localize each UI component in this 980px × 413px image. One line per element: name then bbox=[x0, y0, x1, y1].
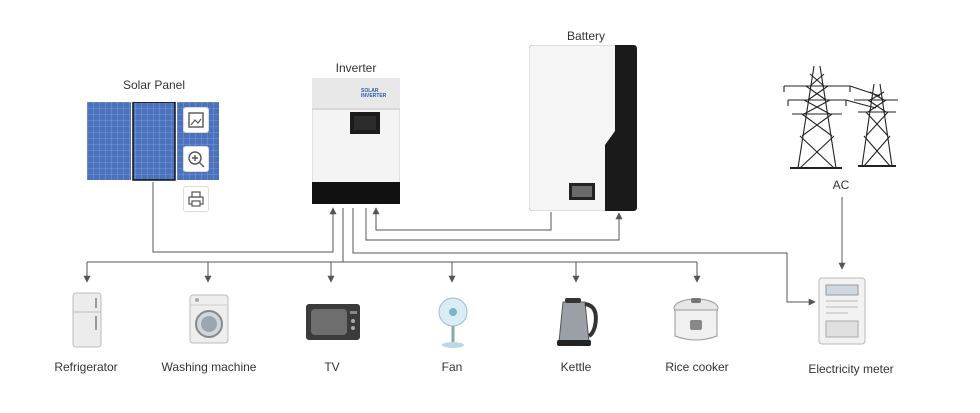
print-icon bbox=[183, 186, 209, 212]
wire-battery-to-inverter bbox=[372, 207, 552, 231]
electricity-meter-icon bbox=[818, 277, 866, 345]
kettle-icon bbox=[555, 296, 601, 348]
wire-solar-to-inverter bbox=[152, 182, 337, 253]
washing-machine-label: Washing machine bbox=[161, 360, 257, 374]
power-tower-icon bbox=[780, 65, 898, 170]
inverter-brand-line2: INVERTER bbox=[361, 93, 387, 99]
wire-inverter-to-battery bbox=[365, 208, 623, 241]
kettle-label: Kettle bbox=[560, 360, 592, 374]
solar-panel-icon bbox=[87, 102, 219, 181]
tv-label: TV bbox=[324, 360, 340, 374]
inverter-brand-line1: SOLAR bbox=[361, 88, 379, 94]
fan-label: Fan bbox=[441, 360, 463, 374]
battery-label: Battery bbox=[566, 29, 606, 43]
ac-label: AC bbox=[832, 178, 850, 192]
rice-cooker-icon bbox=[671, 296, 721, 344]
rice-cooker-label: Rice cooker bbox=[665, 360, 729, 374]
battery-icon bbox=[528, 44, 638, 212]
tv-icon bbox=[305, 303, 361, 343]
wire-inverter-to-meter bbox=[352, 208, 816, 306]
refrigerator-icon bbox=[72, 292, 102, 348]
image-tool-icon bbox=[183, 107, 209, 133]
inverter-icon: SOLAR INVERTER bbox=[311, 77, 401, 205]
zoom-in-icon bbox=[183, 146, 209, 172]
refrigerator-label: Refrigerator bbox=[54, 360, 118, 374]
inverter-label: Inverter bbox=[335, 61, 377, 75]
electricity-meter-label: Electricity meter bbox=[808, 362, 894, 376]
fan-icon bbox=[437, 296, 469, 350]
solar-panel-label: Solar Panel bbox=[122, 78, 186, 92]
washing-machine-icon bbox=[189, 294, 229, 344]
